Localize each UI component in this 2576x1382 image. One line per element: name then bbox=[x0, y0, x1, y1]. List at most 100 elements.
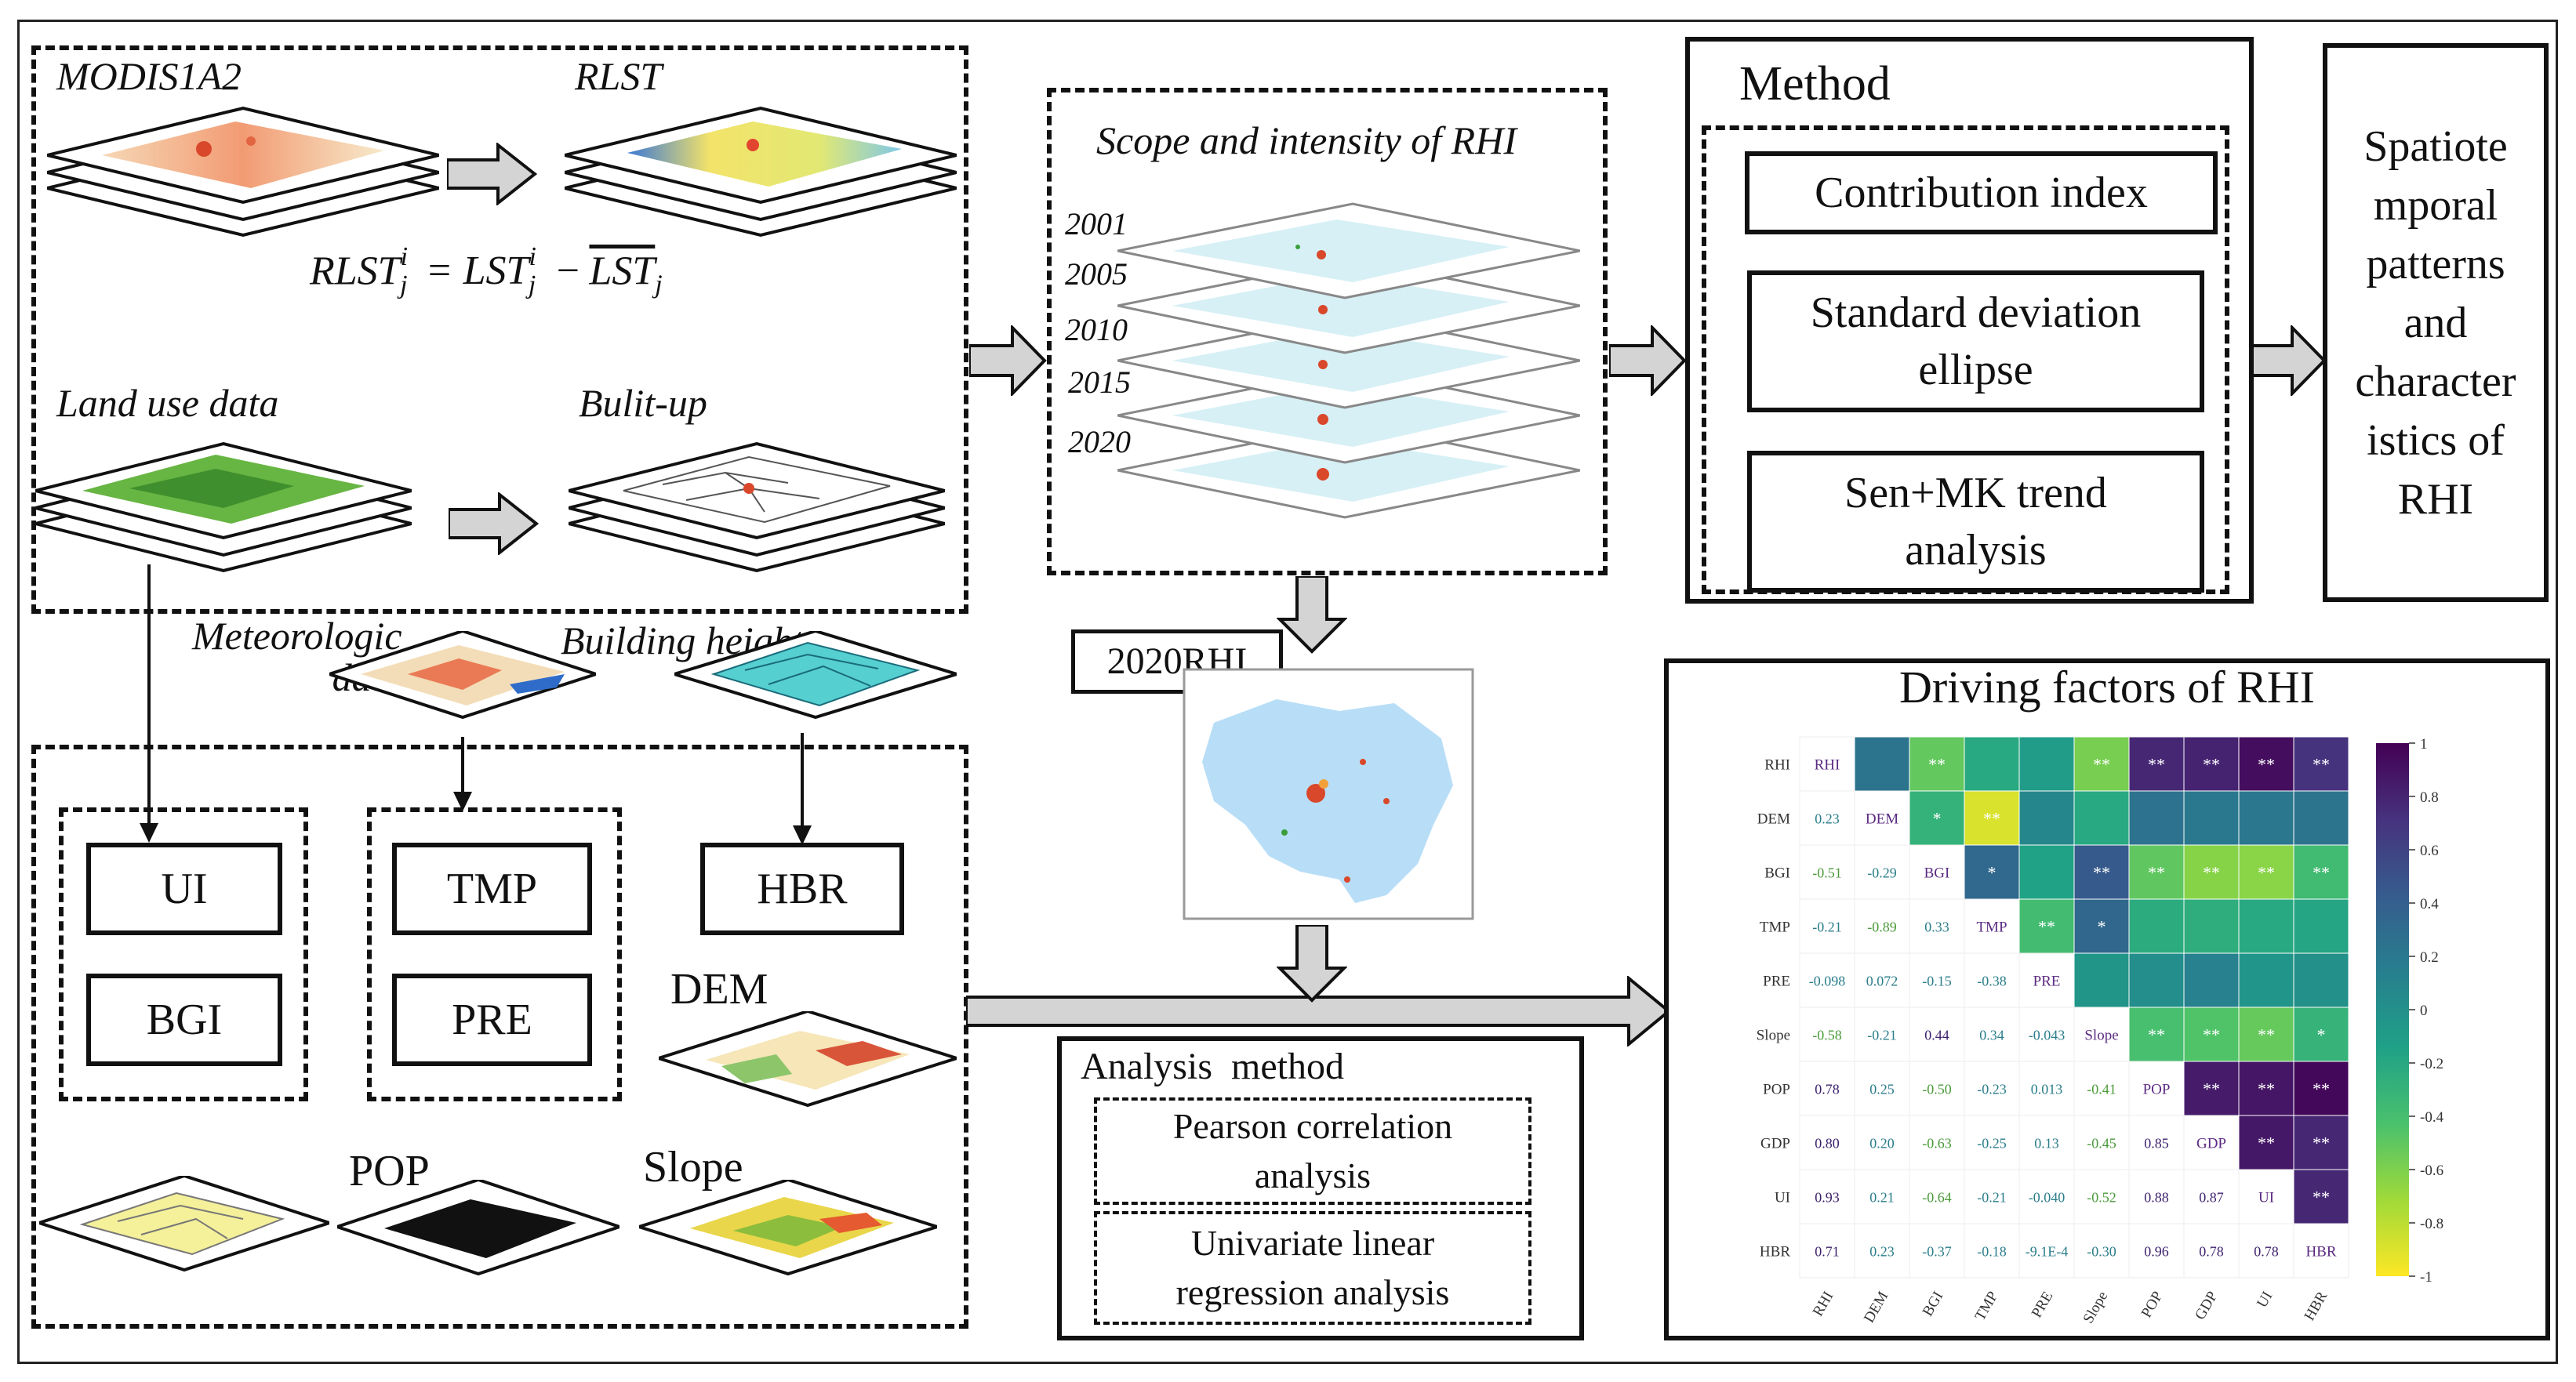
colorbar-tick-label: -0.4 bbox=[2420, 1109, 2444, 1126]
heatmap-lower-cell bbox=[1799, 1115, 1855, 1170]
significance-mark: ** bbox=[2093, 863, 2110, 883]
correlation-value: -0.29 bbox=[1867, 865, 1897, 881]
colorbar-tick-label: -0.8 bbox=[2420, 1216, 2443, 1232]
ui-bgi-group bbox=[59, 807, 308, 1101]
colorbar-tick-label: -0.6 bbox=[2420, 1163, 2443, 1179]
heatmap-diagonal-cell bbox=[1799, 736, 1855, 792]
significance-mark: * bbox=[2317, 1025, 2326, 1045]
column-label-pre: PRE bbox=[2029, 1289, 2057, 1321]
correlation-value: 0.85 bbox=[2144, 1136, 2169, 1152]
colorbar-tick-label: 0.6 bbox=[2420, 843, 2439, 859]
row-label-pre: PRE bbox=[1763, 974, 1790, 990]
correlation-value: 0.44 bbox=[1924, 1028, 1949, 1043]
correlation-value: 0.78 bbox=[2254, 1244, 2279, 1260]
significance-mark: ** bbox=[2148, 1025, 2165, 1045]
correlation-value: 0.25 bbox=[1869, 1082, 1895, 1097]
correlation-value: -0.45 bbox=[2087, 1136, 2116, 1152]
colorbar-tick-label: -1 bbox=[2420, 1269, 2432, 1286]
scope-box bbox=[1047, 88, 1608, 575]
year-2005: 2005 bbox=[1065, 256, 1128, 292]
ui-map bbox=[39, 1176, 329, 1272]
heatmap-cell-tmp-gdp bbox=[2183, 898, 2240, 954]
heatmap-lower-cell bbox=[1909, 1007, 1965, 1062]
method-standard-deviation-ellipse: Standard deviation ellipse bbox=[1747, 270, 2204, 412]
colorbar-tick-label: 0.2 bbox=[2420, 949, 2439, 966]
column-label-tmp: TMP bbox=[1972, 1289, 2002, 1323]
row-label-rhi: RHI bbox=[1764, 757, 1790, 774]
correlation-value: -0.21 bbox=[1867, 1028, 1897, 1043]
arrow-landuse-to-builtup bbox=[449, 492, 539, 555]
heatmap-lower-cell bbox=[2128, 1115, 2185, 1170]
correlation-value: -0.64 bbox=[1922, 1190, 1952, 1206]
building-height-map bbox=[674, 631, 957, 720]
analysis-method-title: Analysis method bbox=[1081, 1046, 1344, 1087]
heatmap-lower-cell bbox=[1909, 1115, 1965, 1170]
heatmap-lower-cell bbox=[1854, 1223, 1910, 1279]
factor-bgi: BGI bbox=[86, 974, 282, 1066]
heatmap-lower-cell bbox=[1854, 898, 1910, 954]
significance-mark: ** bbox=[2258, 863, 2275, 883]
correlation-value: 0.013 bbox=[2031, 1082, 2063, 1097]
rlst-formula: RLSTij = LSTij −LSTj bbox=[310, 242, 663, 299]
rlst-map-stack bbox=[565, 106, 957, 238]
correlation-value: -0.21 bbox=[1977, 1190, 2007, 1206]
heatmap-cell-dem-pop bbox=[2128, 790, 2185, 846]
heatmap-cell-tmp-pre bbox=[2018, 898, 2075, 954]
row-label-dem: DEM bbox=[1757, 811, 1790, 828]
correlation-value: 0.23 bbox=[1815, 811, 1840, 827]
colorbar-tick-label: -0.2 bbox=[2420, 1056, 2443, 1072]
heatmap-lower-cell bbox=[1799, 844, 1855, 900]
colorbar-tick-label: 1 bbox=[2420, 736, 2428, 753]
correlation-value: 0.23 bbox=[1869, 1244, 1895, 1260]
significance-mark: ** bbox=[2313, 1079, 2330, 1099]
diagonal-label-dem: DEM bbox=[1866, 811, 1898, 828]
year-2020: 2020 bbox=[1068, 424, 1131, 459]
heatmap-lower-cell bbox=[1964, 1007, 2020, 1062]
heatmap-diagonal-cell bbox=[2293, 1223, 2349, 1279]
heatmap-lower-cell bbox=[1909, 898, 1965, 954]
diagonal-label-pre: PRE bbox=[2033, 974, 2061, 990]
heatmap-lower-cell bbox=[1799, 1223, 1855, 1279]
correlation-value: 0.93 bbox=[1815, 1190, 1840, 1206]
modis-map-stack bbox=[47, 106, 439, 238]
significance-mark: ** bbox=[2313, 1188, 2330, 1207]
arrow-modis-to-rlst bbox=[447, 143, 537, 205]
heatmap-lower-cell bbox=[1964, 1223, 2020, 1279]
heatmap-cell-dem-tmp bbox=[1964, 790, 2020, 846]
arrow-scope-to-method bbox=[1609, 325, 1687, 396]
significance-mark: ** bbox=[2148, 755, 2165, 774]
heatmap-lower-cell bbox=[1799, 1169, 1855, 1224]
method-sen-mk-trend: Sen+MK trend analysis bbox=[1747, 451, 2204, 593]
heatmap-cell-ui-hbr bbox=[2293, 1169, 2349, 1224]
correlation-value: -0.63 bbox=[1922, 1136, 1952, 1152]
column-label-pop: POP bbox=[2138, 1289, 2167, 1321]
significance-mark: ** bbox=[2313, 755, 2330, 774]
rlst-label: RLST bbox=[575, 54, 663, 98]
significance-mark: ** bbox=[2093, 755, 2110, 774]
correlation-value: -0.15 bbox=[1922, 974, 1952, 989]
landuse-map-stack bbox=[35, 441, 412, 573]
heatmap-cell-bgi-hbr bbox=[2293, 844, 2349, 900]
heatmap-lower-cell bbox=[1964, 1169, 2020, 1224]
heatmap-cell-dem-ui bbox=[2238, 790, 2294, 846]
heatmap-cell-dem-slope bbox=[2073, 790, 2130, 846]
heatmap-cell-pre-pop bbox=[2128, 952, 2185, 1008]
year-2015: 2015 bbox=[1068, 365, 1131, 400]
heatmap-cell-pre-ui bbox=[2238, 952, 2294, 1008]
heatmap-cell-bgi-ui bbox=[2238, 844, 2294, 900]
column-label-slope: Slope bbox=[2080, 1289, 2112, 1326]
correlation-value: 0.88 bbox=[2144, 1190, 2169, 1206]
heatmap-diagonal-cell bbox=[1909, 844, 1965, 900]
analysis-method-box bbox=[1057, 1036, 1584, 1340]
rhi2020-label: 2020RHI bbox=[1071, 629, 1283, 694]
heatmap-lower-cell bbox=[1854, 1115, 1910, 1170]
heatmap-cell-pop-gdp bbox=[2183, 1061, 2240, 1116]
heatmap-cell-rhi-gdp bbox=[2183, 736, 2240, 792]
diagonal-label-rhi: RHI bbox=[1815, 757, 1840, 774]
factor-pre: PRE bbox=[392, 974, 592, 1066]
heatmap-lower-cell bbox=[1964, 1061, 2020, 1116]
heatmap-lower-cell bbox=[1799, 898, 1855, 954]
heatmap-cell-tmp-hbr bbox=[2293, 898, 2349, 954]
dem-map bbox=[659, 1011, 957, 1108]
